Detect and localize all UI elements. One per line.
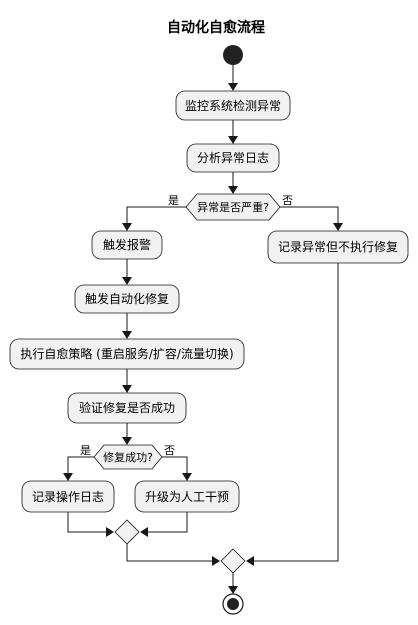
branch-no-label: 否: [282, 194, 293, 207]
activity-alarm-label: 触发报警: [103, 237, 151, 252]
activity-log-op: [21, 480, 115, 513]
activity-log-no-fix: [267, 230, 409, 264]
activity-analyze-label: 分析异常日志: [197, 151, 269, 165]
connectors: [63, 65, 343, 594]
merge-node-fix: [114, 519, 140, 545]
activity-log-op-label: 记录操作日志: [32, 489, 104, 504]
activity-trigger-fix: [74, 284, 180, 314]
activity-trigger-fix-label: 触发自动化修复: [85, 291, 169, 306]
activity-escalate: [134, 480, 240, 513]
end-node-core: [227, 598, 239, 610]
branch-fixed-no-label: 否: [164, 444, 175, 457]
decision-fixed-label: 修复成功?: [103, 450, 153, 464]
activity-strategy: [9, 338, 245, 370]
start-node: [223, 45, 243, 65]
activity-alarm: [91, 230, 163, 260]
merge-node-final: [220, 548, 246, 574]
branch-yes-label: 是: [168, 194, 179, 207]
decision-fixed: [93, 444, 163, 470]
activity-verify-label: 验证修复是否成功: [79, 400, 175, 415]
branch-fixed-yes-label: 是: [80, 444, 91, 457]
decision-severe-label: 异常是否严重?: [197, 200, 269, 214]
activity-escalate-label: 升级为人工干预: [145, 490, 229, 504]
activity-verify: [67, 392, 187, 424]
activity-analyze: [186, 143, 280, 173]
activity-monitor-label: 监控系统检测异常: [185, 98, 281, 113]
decision-severe: [185, 193, 281, 221]
diagram-title: 自动化自愈流程: [167, 19, 265, 36]
activity-monitor: [175, 90, 291, 121]
activity-log-no-fix-label: 记录异常但不执行修复: [278, 239, 398, 254]
activity-strategy-label: 执行自愈策略 (重启服务/扩容/流量切换): [20, 346, 233, 361]
